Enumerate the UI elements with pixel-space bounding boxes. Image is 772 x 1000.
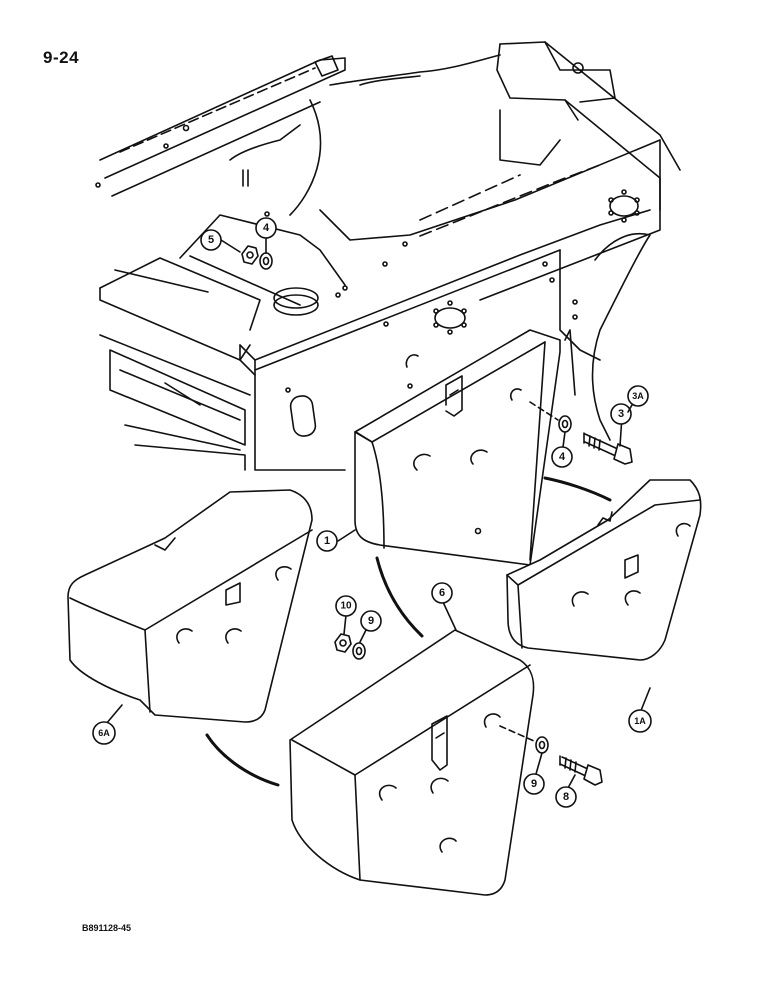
figure-code: B891128-45 bbox=[82, 923, 132, 933]
callout-1-label: 1 bbox=[324, 535, 330, 547]
weight-1 bbox=[354, 329, 561, 566]
weight-1a bbox=[506, 479, 702, 661]
page-number: 9-24 bbox=[43, 48, 80, 67]
chassis-frame bbox=[95, 41, 681, 471]
weight-6a bbox=[67, 489, 313, 723]
weight-6 bbox=[289, 629, 535, 896]
callout-10-label: 10 bbox=[340, 601, 352, 612]
callout-4-right-label: 4 bbox=[559, 451, 566, 463]
motion-arcs bbox=[205, 476, 612, 787]
callout-3a-label: 3A bbox=[632, 391, 644, 401]
hardware bbox=[241, 245, 633, 786]
callout-6a-label: 6A bbox=[98, 728, 110, 738]
callout-4-upper-label: 4 bbox=[263, 222, 270, 234]
callout-3-label: 3 bbox=[618, 408, 624, 420]
callout-6-label: 6 bbox=[439, 587, 445, 599]
callouts: 1 1A 3 3A 4 4 5 6 6A 8 bbox=[92, 217, 652, 808]
callout-8-label: 8 bbox=[563, 791, 569, 803]
callout-1a-label: 1A bbox=[634, 716, 646, 726]
callout-9-middle-label: 9 bbox=[368, 615, 374, 627]
callout-9-bottom-label: 9 bbox=[531, 778, 537, 790]
callout-5-label: 5 bbox=[208, 234, 214, 246]
